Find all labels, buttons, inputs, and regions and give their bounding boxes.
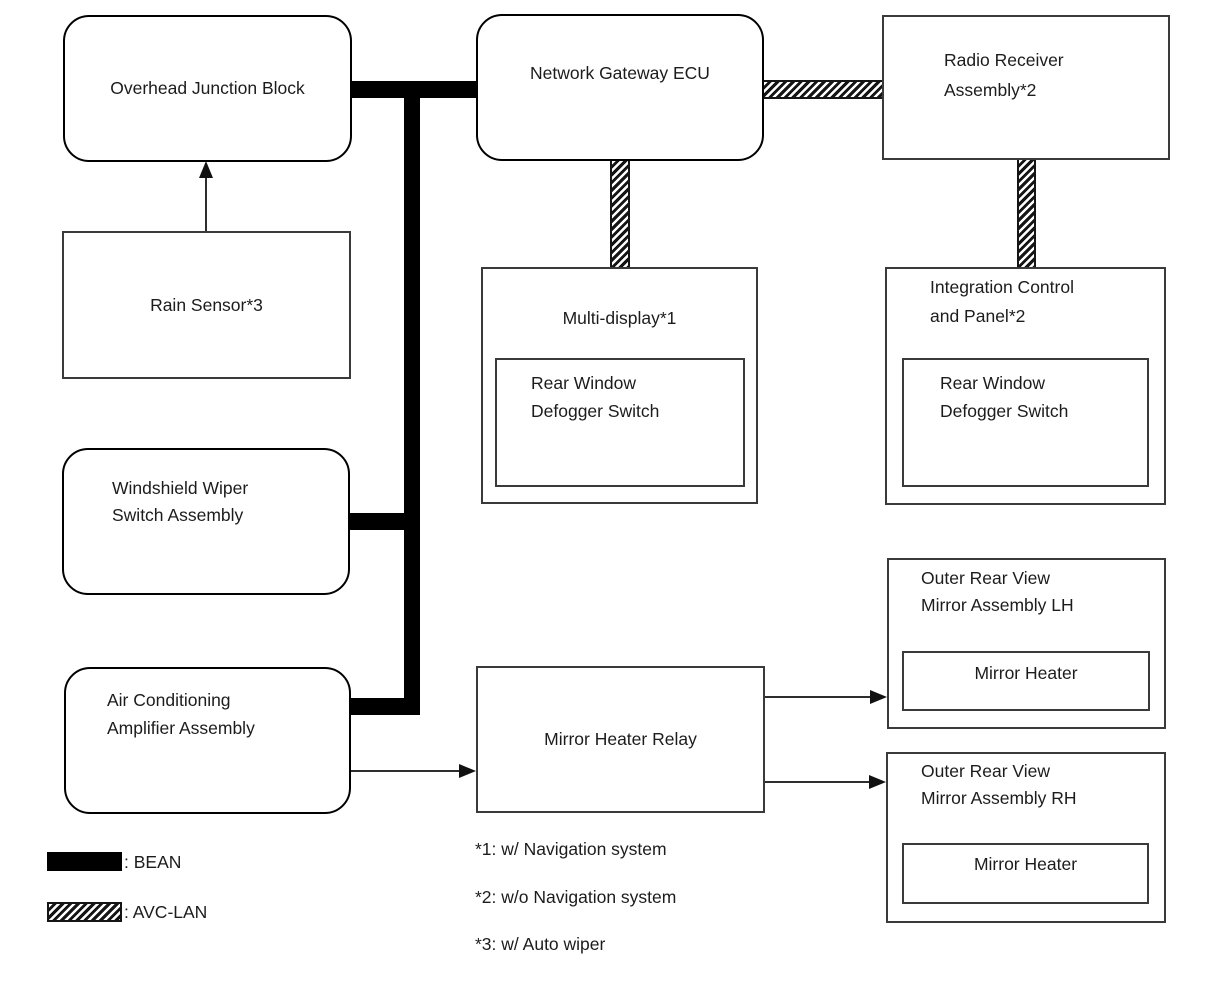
- footnote-1: *1: w/ Navigation system: [475, 839, 667, 859]
- arrow-head-ac-to-relay: [459, 764, 476, 778]
- node-label: Network Gateway ECU: [530, 63, 710, 83]
- arrow-line-rainsensor-to-ojb: [205, 176, 207, 231]
- node-label: Overhead Junction Block: [110, 78, 305, 98]
- node-integration-control-and-panel: Integration Control and Panel*2 Rear Win…: [885, 267, 1166, 505]
- node-air-conditioning-amplifier-assembly: Air Conditioning Amplifier Assembly: [64, 667, 351, 814]
- node-label-line2: and Panel*2: [930, 306, 1026, 326]
- inner-label-line2: Defogger Switch: [940, 401, 1069, 421]
- arrow-line-ac-to-relay: [351, 770, 461, 772]
- node-outer-rear-view-mirror-assembly-rh: Outer Rear View Mirror Assembly RH Mirro…: [886, 752, 1166, 923]
- arrow-head-relay-to-mirror-rh: [869, 775, 886, 789]
- node-label-line2: Amplifier Assembly: [107, 718, 255, 738]
- inner-label-line1: Rear Window: [531, 373, 637, 393]
- node-network-gateway-ecu: Network Gateway ECU: [476, 14, 764, 161]
- bean-line-wiper-to-trunk: [348, 513, 420, 530]
- node-label-line1: Windshield Wiper: [112, 478, 249, 498]
- footnote-2: *2: w/o Navigation system: [475, 887, 677, 907]
- node-label-line1: Integration Control: [930, 277, 1074, 297]
- arrow-line-relay-to-mirror-rh: [765, 781, 870, 783]
- node-multi-display: Multi-display*1 Rear Window Defogger Swi…: [481, 267, 758, 504]
- node-label-line2: Assembly*2: [944, 80, 1037, 100]
- node-label-line2: Mirror Assembly LH: [921, 595, 1074, 615]
- node-mirror-heater-relay: Mirror Heater Relay: [476, 666, 765, 813]
- avclan-line-radio-to-integration: [1017, 160, 1036, 267]
- node-label-line2: Switch Assembly: [112, 505, 244, 525]
- inner-label-line2: Defogger Switch: [531, 401, 660, 421]
- node-overhead-junction-block: Overhead Junction Block: [63, 15, 352, 162]
- legend-bean-swatch: [47, 852, 122, 871]
- node-mirror-heater-rh: Mirror Heater: [902, 843, 1149, 904]
- avclan-line-gateway-to-multidisplay: [610, 161, 630, 267]
- inner-label: Mirror Heater: [974, 663, 1078, 683]
- node-outer-rear-view-mirror-assembly-lh: Outer Rear View Mirror Assembly LH Mirro…: [887, 558, 1166, 729]
- arrow-line-relay-to-mirror-lh: [765, 696, 872, 698]
- legend-avclan-label: : AVC-LAN: [124, 902, 208, 922]
- node-label-line1: Outer Rear View: [921, 568, 1051, 588]
- node-label: Multi-display*1: [562, 308, 677, 328]
- arrow-head-rainsensor-to-ojb: [199, 161, 213, 178]
- node-windshield-wiper-switch-assembly: Windshield Wiper Switch Assembly: [62, 448, 350, 595]
- node-label: Rain Sensor*3: [150, 294, 263, 315]
- legend-bean-label: : BEAN: [124, 852, 182, 872]
- arrow-head-relay-to-mirror-lh: [870, 690, 887, 704]
- node-rear-window-defogger-switch: Rear Window Defogger Switch: [902, 358, 1149, 487]
- node-label-line2: Mirror Assembly RH: [921, 788, 1077, 808]
- node-radio-receiver-assembly: Radio Receiver Assembly*2: [882, 15, 1170, 160]
- node-label-line1: Radio Receiver: [944, 50, 1064, 70]
- inner-label: Mirror Heater: [973, 854, 1078, 874]
- legend-avclan-swatch: [47, 902, 122, 922]
- node-rain-sensor: Rain Sensor*3: [62, 231, 351, 379]
- footnote-3: *3: w/ Auto wiper: [475, 934, 606, 954]
- bean-trunk-vertical: [404, 81, 420, 715]
- bean-line-ac-to-trunk: [348, 698, 420, 715]
- node-label: Mirror Heater Relay: [544, 729, 697, 749]
- node-mirror-heater-lh: Mirror Heater: [902, 651, 1150, 711]
- node-label-line1: Outer Rear View: [921, 761, 1051, 781]
- inner-label-line1: Rear Window: [940, 373, 1046, 393]
- node-label-line1: Air Conditioning: [107, 690, 231, 710]
- avclan-line-gateway-to-radio: [764, 80, 882, 99]
- node-rear-window-defogger-switch: Rear Window Defogger Switch: [495, 358, 745, 487]
